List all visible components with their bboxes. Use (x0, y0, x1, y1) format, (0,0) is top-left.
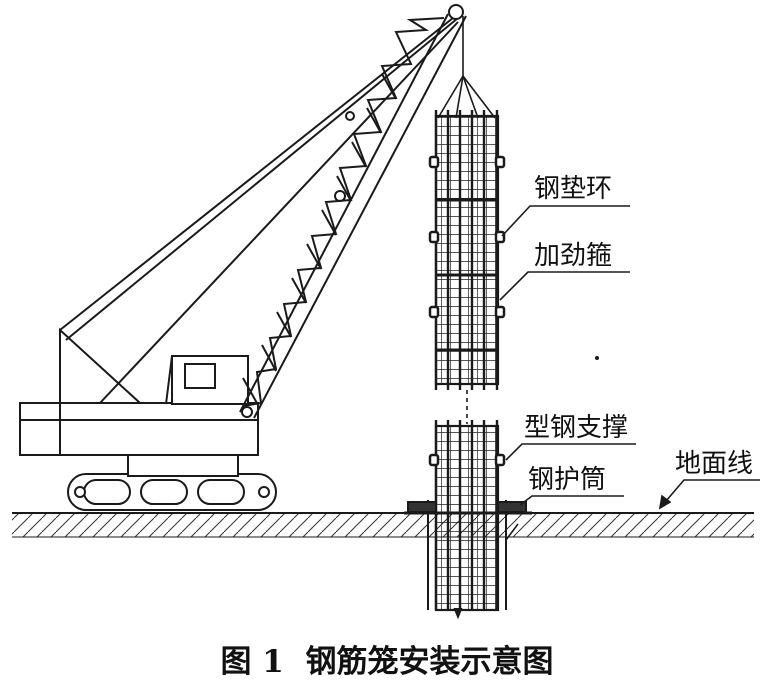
ground (12, 512, 754, 538)
hoist-rigging (437, 16, 496, 119)
leader-lines (499, 205, 760, 541)
label-steel-casing: 钢护筒 (528, 465, 606, 495)
leader-ground-line (659, 479, 760, 509)
steel-casing (427, 500, 507, 610)
figure-caption: 图 1 钢筋笼安装示意图 (221, 644, 554, 680)
crane-tracks (67, 473, 277, 511)
crawler-crane (19, 13, 459, 511)
steel-pad-rings (428, 155, 506, 319)
label-steel-pad-ring: 钢垫环 (534, 174, 612, 204)
crane-cab (165, 355, 249, 405)
stiffening-hoops (436, 198, 498, 352)
leader-section-steel-support (505, 443, 636, 461)
leader-stiffening-hoop (499, 271, 630, 301)
upper-steel-cage (428, 110, 506, 390)
leader-steel-casing (519, 495, 624, 506)
stray-dot (595, 356, 599, 360)
label-section-steel-support: 型钢支撑 (524, 413, 628, 443)
crane-body (19, 402, 259, 456)
crane-turntable (127, 453, 239, 477)
lattice-boom (239, 4, 467, 419)
section-steel-support (404, 501, 532, 515)
crane-mast (59, 327, 143, 404)
leader-steel-pad-ring (501, 205, 630, 237)
lower-steel-cage (428, 420, 506, 620)
label-ground-line: 地面线 (675, 449, 753, 479)
label-stiffening-hoop: 加劲箍 (534, 241, 612, 271)
